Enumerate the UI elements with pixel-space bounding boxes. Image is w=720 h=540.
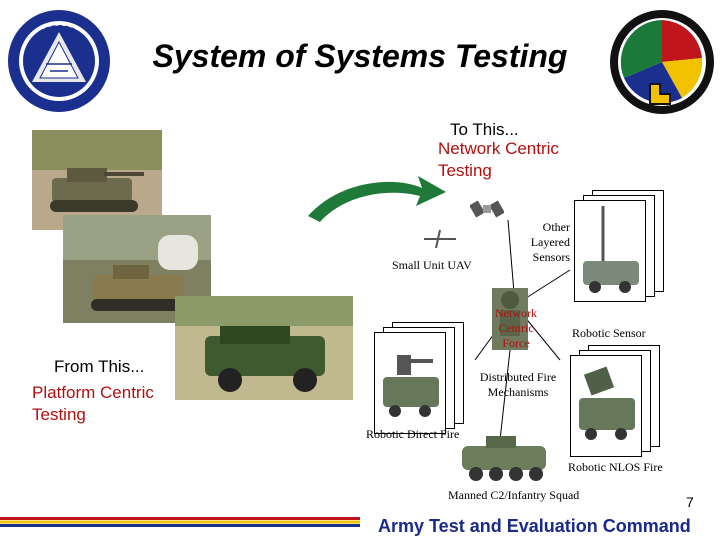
humvee-photo: [175, 296, 353, 400]
platform-centric-line2: Testing: [32, 405, 86, 424]
soldier-icon: [492, 288, 528, 350]
from-this-label: From This...: [54, 357, 145, 376]
network-centric-line2: Testing: [438, 161, 492, 180]
manned-c2-label: Manned C2/Infantry Squad: [448, 488, 580, 502]
robotic-nlos-fire-stack: [570, 345, 660, 457]
uav-icon: [424, 229, 456, 249]
network-centric-line1: Network Centric: [438, 139, 559, 158]
robotic-direct-fire-label: Robotic Direct Fire: [366, 427, 460, 441]
page-number: 7: [686, 494, 694, 510]
manned-c2-vehicle-icon: [462, 436, 546, 481]
to-this-label: To This...: [450, 120, 519, 139]
atec-seal-icon: [8, 10, 110, 112]
footer-stripes: [0, 517, 360, 527]
small-unit-uav-label: Small Unit UAV: [392, 258, 472, 272]
test-for-the-best-logo-icon: [610, 10, 714, 114]
robotic-nlos-fire-label: Robotic NLOS Fire: [568, 460, 663, 474]
transition-arrow-icon: [308, 176, 446, 222]
tank-photo: [32, 130, 162, 230]
platform-centric-testing-label: Platform Centric Testing: [32, 382, 154, 426]
satellite-icon: [470, 200, 504, 218]
network-centric-force-label: Network Centric Force: [495, 306, 537, 350]
other-layered-sensors-label: Other Layered Sensors: [530, 220, 570, 264]
robotic-sensor-stack: [574, 190, 664, 302]
platform-centric-line1: Platform Centric: [32, 383, 154, 402]
robotic-direct-fire-stack: [374, 322, 464, 434]
footer-command-name: Army Test and Evaluation Command: [378, 516, 691, 536]
bradley-vehicle-photo: [63, 215, 211, 323]
network-centric-testing-label: Network Centric Testing: [438, 138, 559, 182]
slide-title: System of Systems Testing: [152, 38, 568, 74]
distributed-fire-mechanisms-label: Distributed Fire Mechanisms: [479, 370, 557, 399]
robotic-sensor-label: Robotic Sensor: [572, 326, 646, 340]
